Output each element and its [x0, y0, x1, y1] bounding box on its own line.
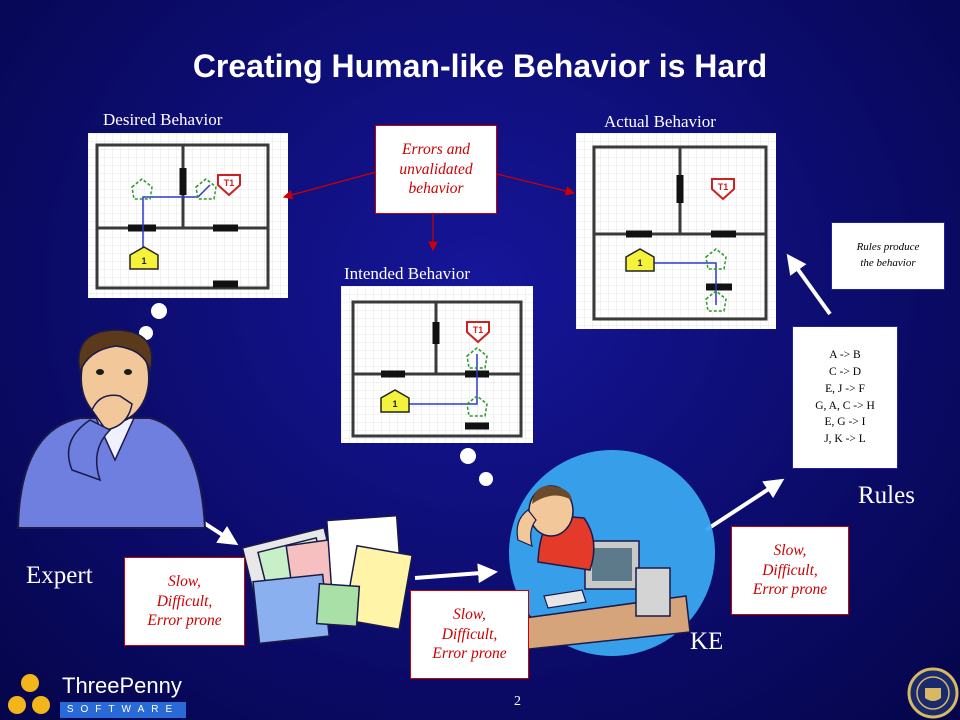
- actual-behavior-map: T1 1: [576, 133, 776, 329]
- errors-arrow-to-desired: [282, 171, 377, 200]
- ke-to-rules-arrow: [704, 478, 785, 532]
- page-number: 2: [514, 694, 521, 709]
- errors-callout: Errors and unvalidated behavior: [375, 125, 497, 214]
- intended-behavior-map: T1 1: [341, 286, 533, 443]
- rules-list: A -> B C -> D E, J -> F G, A, C -> H E, …: [792, 326, 898, 469]
- ke-thought-bubbles: [460, 448, 493, 486]
- slow-callout-expert: Slow, Difficult, Error prone: [124, 557, 245, 646]
- agent-marker-label: 1: [637, 258, 642, 268]
- target-marker-label: T1: [718, 182, 729, 192]
- rules-to-behavior-arrow: [786, 253, 832, 316]
- expert-illustration: [16, 329, 207, 529]
- logo-subtitle: SOFTWARE: [60, 702, 186, 718]
- actual-behavior-label: Actual Behavior: [604, 112, 716, 131]
- slide-title: Creating Human-like Behavior is Hard: [192, 48, 768, 84]
- rules-produce-callout: Rules produce the behavior: [831, 222, 945, 290]
- errors-arrow-to-actual: [496, 173, 576, 196]
- target-marker-label: T1: [473, 325, 484, 335]
- target-marker-label: T1: [224, 178, 235, 188]
- logo-name: ThreePenny: [62, 673, 182, 698]
- desired-behavior-label: Desired Behavior: [103, 110, 223, 129]
- agent-marker-label: 1: [141, 256, 146, 266]
- university-seal: [907, 667, 959, 719]
- documents-to-ke-arrow: [414, 563, 498, 584]
- slow-callout-ke: Slow, Difficult, Error prone: [731, 526, 849, 615]
- slow-callout-documents: Slow, Difficult, Error prone: [410, 590, 529, 679]
- agent-marker-label: 1: [392, 399, 397, 409]
- documents-illustration: [241, 514, 414, 645]
- desired-behavior-map: T1 1: [88, 133, 288, 298]
- intended-behavior-label: Intended Behavior: [344, 264, 471, 283]
- threepenny-logo-mark: [8, 674, 50, 714]
- ke-label: KE: [690, 628, 724, 655]
- expert-label: Expert: [26, 562, 93, 589]
- rules-label: Rules: [858, 482, 915, 509]
- ke-illustration: [509, 450, 715, 656]
